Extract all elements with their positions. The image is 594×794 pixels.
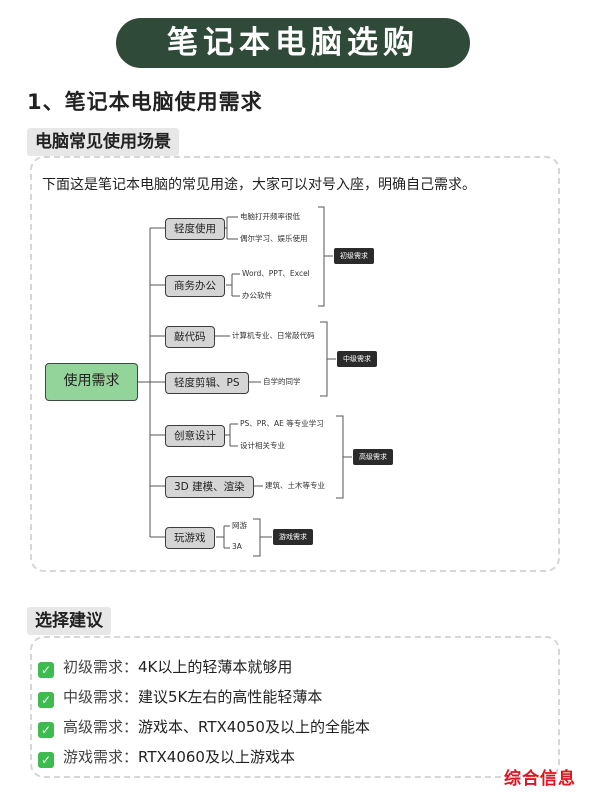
node-light-use: 轻度使用 [165, 218, 225, 240]
leaf-design-2: 设计相关专业 [240, 441, 285, 450]
leaf-edit-1: 自学的同学 [263, 377, 301, 386]
title-banner: 笔记本电脑选购 [116, 18, 470, 68]
leaf-model-1: 建筑、土木等专业 [265, 481, 325, 490]
recommendation-label: 高级需求： [63, 718, 139, 736]
recommendation-label: 游戏需求： [63, 748, 139, 766]
leaf-office-1: Word、PPT、Excel [242, 269, 310, 278]
leaf-game-2: 3A [232, 542, 242, 551]
node-creative-design: 创意设计 [165, 425, 225, 447]
category-advanced: 高级需求 [353, 449, 393, 465]
leaf-office-2: 办公软件 [242, 291, 272, 300]
recommendation-item: ✓ 初级需求：4K以上的轻薄本就够用 [38, 656, 292, 678]
check-icon: ✓ [38, 692, 54, 708]
check-icon: ✓ [38, 722, 54, 738]
recommendation-text: RTX4060及以上游戏本 [138, 748, 295, 766]
leaf-light-2: 偶尔学习、娱乐使用 [240, 234, 308, 243]
section-heading: 1、笔记本电脑使用需求 [27, 90, 263, 114]
node-coding: 敲代码 [165, 326, 215, 348]
scenario-tag: 电脑常见使用场景 [27, 128, 179, 156]
node-light-editing: 轻度剪辑、PS [165, 372, 249, 394]
recommendation-item: ✓ 高级需求：游戏本、RTX4050及以上的全能本 [38, 716, 370, 738]
node-business-office: 商务办公 [165, 275, 225, 297]
recommendation-item: ✓ 游戏需求：RTX4060及以上游戏本 [38, 746, 295, 768]
suggestion-tag: 选择建议 [27, 607, 111, 635]
mindmap-card [30, 156, 560, 572]
leaf-light-1: 电脑打开频率很低 [240, 212, 300, 221]
recommendation-text: 建议5K左右的高性能轻薄本 [138, 688, 323, 706]
suggestion-card [30, 636, 560, 778]
leaf-code-1: 计算机专业、日常敲代码 [232, 331, 315, 340]
category-intermediate: 中级需求 [337, 351, 377, 367]
recommendation-item: ✓ 中级需求：建议5K左右的高性能轻薄本 [38, 686, 322, 708]
recommendation-label: 初级需求： [63, 658, 139, 676]
leaf-game-1: 网游 [232, 521, 247, 530]
node-gaming: 玩游戏 [165, 527, 215, 549]
recommendation-text: 4K以上的轻薄本就够用 [138, 658, 293, 676]
category-gaming: 游戏需求 [273, 529, 313, 545]
recommendation-text: 游戏本、RTX4050及以上的全能本 [138, 718, 370, 736]
intro-text: 下面这是笔记本电脑的常见用途，大家可以对号入座，明确自己需求。 [42, 177, 476, 193]
node-3d-modeling: 3D 建模、渲染 [165, 476, 254, 498]
recommendation-label: 中级需求： [63, 688, 139, 706]
mindmap-root-node: 使用需求 [45, 363, 138, 401]
watermark: 综合信息 [504, 769, 576, 789]
check-icon: ✓ [38, 752, 54, 768]
check-icon: ✓ [38, 662, 54, 678]
category-primary: 初级需求 [334, 248, 374, 264]
leaf-design-1: PS、PR、AE 等专业学习 [240, 419, 324, 428]
